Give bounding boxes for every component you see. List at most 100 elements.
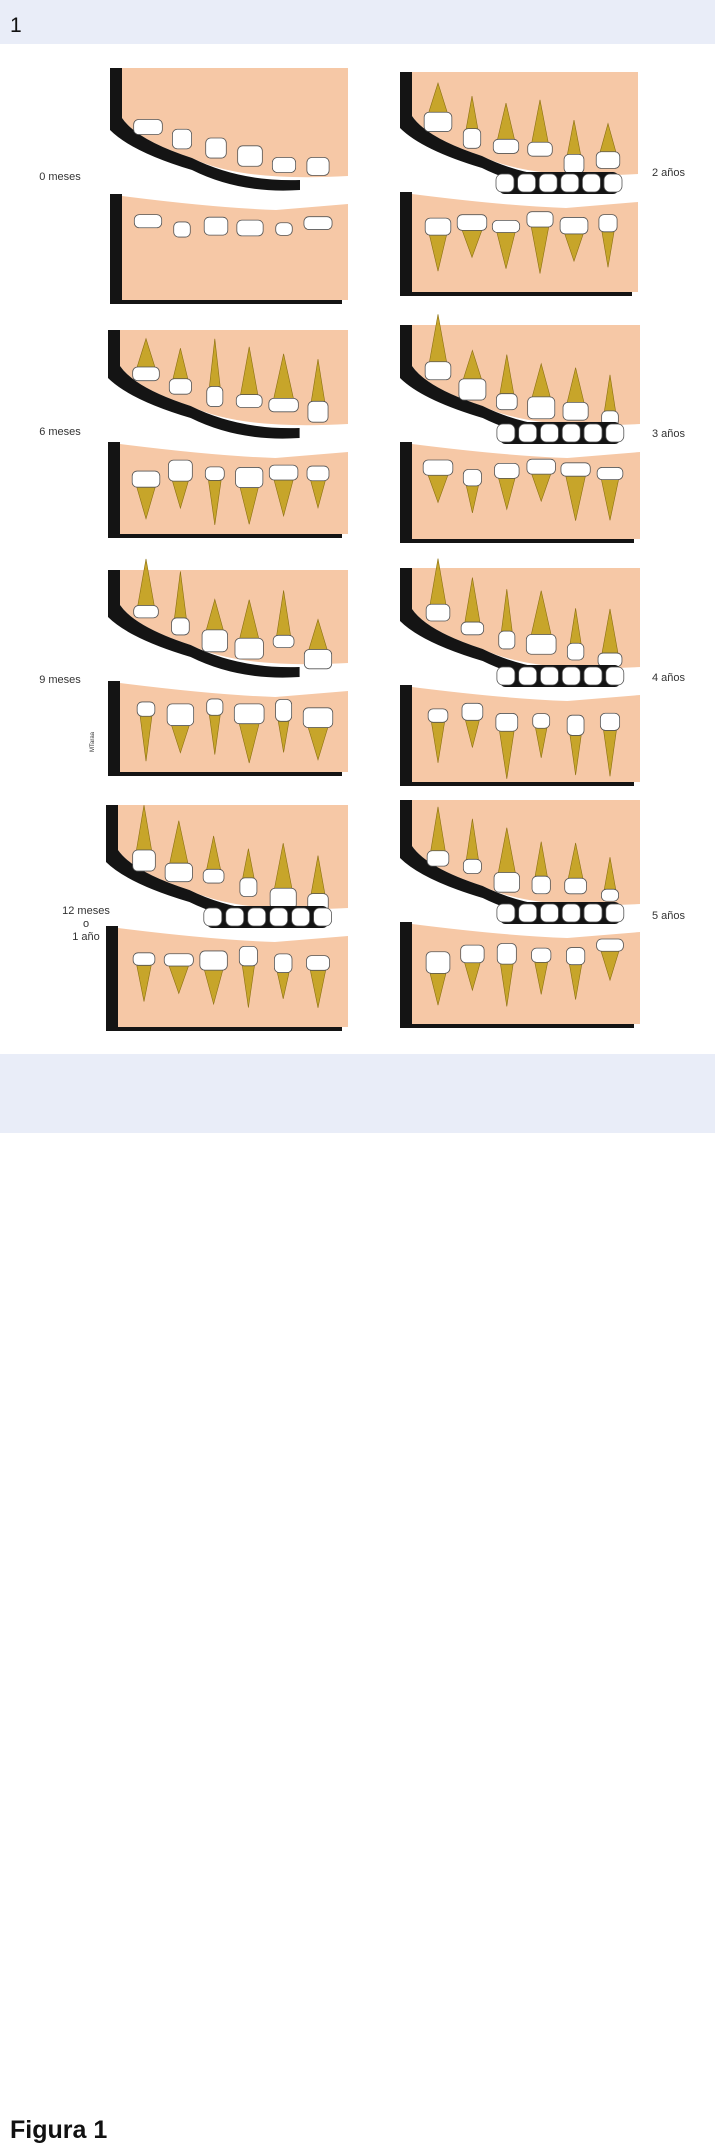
- erupted-crown: [584, 667, 602, 685]
- tooth-crown: [459, 379, 486, 400]
- tooth-crown: [567, 715, 584, 735]
- tooth-crown: [134, 606, 159, 618]
- tooth-crown: [132, 471, 160, 487]
- tooth-crown: [493, 139, 518, 153]
- tooth-crown: [234, 704, 264, 724]
- tooth-crown: [599, 215, 617, 232]
- lower-bone-edge: [106, 926, 118, 1027]
- tooth-crown: [564, 154, 584, 173]
- erupted-crown: [604, 174, 622, 192]
- erupted-crown: [582, 174, 600, 192]
- tooth-crown: [463, 859, 481, 873]
- erupted-crown: [561, 174, 579, 192]
- tooth-crown: [497, 943, 516, 964]
- tooth-crown: [167, 704, 193, 726]
- figure-header-bar: 1: [0, 0, 715, 44]
- stage-label-3-years: 3 años: [652, 428, 715, 441]
- tooth-crown: [133, 953, 155, 966]
- tooth-crown: [303, 708, 332, 728]
- erupted-crown: [606, 424, 624, 442]
- tooth-crown: [307, 158, 329, 176]
- occlusal-band: [206, 906, 328, 928]
- tooth-crown: [134, 119, 163, 134]
- tooth-crown: [425, 218, 451, 235]
- jaw-panel-4-years: [398, 568, 640, 790]
- erupted-crown: [314, 908, 332, 926]
- tooth-crown: [598, 653, 622, 667]
- tooth-crown: [276, 700, 292, 722]
- tooth-crown: [565, 878, 587, 894]
- occlusal-band: [500, 422, 621, 444]
- tooth-crown: [494, 873, 519, 893]
- tooth-crown: [424, 112, 452, 131]
- tooth-crown: [306, 956, 329, 971]
- erupted-crown: [540, 904, 558, 922]
- jaw-panel-12-months: [104, 805, 348, 1035]
- erupted-crown: [497, 667, 515, 685]
- tooth-crown: [202, 630, 227, 652]
- erupted-crown: [584, 424, 602, 442]
- tooth-crown: [240, 878, 257, 897]
- tooth-crown: [527, 459, 556, 474]
- tooth-crown: [269, 398, 298, 411]
- jaw-panel-9-months: [106, 570, 348, 780]
- watermark-text: MTaraa: [90, 732, 96, 752]
- tooth-crown: [236, 395, 262, 408]
- tooth-crown: [274, 954, 292, 973]
- tooth-crown: [462, 703, 483, 720]
- tooth-crown: [308, 401, 328, 422]
- tooth-crown: [276, 223, 293, 236]
- tooth-crown: [133, 850, 156, 871]
- tooth-crown: [205, 467, 224, 481]
- tooth-crown: [600, 713, 619, 730]
- tooth-crown: [239, 946, 257, 965]
- lower-gum: [122, 196, 348, 300]
- tooth-crown: [463, 470, 481, 486]
- tooth-crown: [496, 394, 517, 410]
- tooth-crown: [566, 948, 584, 965]
- tooth-crown: [428, 709, 448, 722]
- erupted-crown: [248, 908, 266, 926]
- jaw-base-edge: [400, 539, 634, 543]
- erupted-crown: [496, 174, 514, 192]
- jaw-base-edge: [108, 534, 342, 538]
- erupted-crown: [540, 667, 558, 685]
- tooth-crown: [165, 863, 192, 881]
- figure-caption: Figura 1: [10, 2116, 107, 2145]
- tooth-crown: [527, 212, 553, 227]
- tooth-crown: [172, 618, 190, 635]
- lower-bone-edge: [400, 922, 412, 1024]
- lower-bone-edge: [400, 192, 412, 292]
- tooth-crown: [164, 954, 193, 966]
- tooth-crown: [423, 460, 453, 475]
- caption-bar: Figura 1: [0, 1054, 715, 1133]
- erupted-crown: [519, 904, 537, 922]
- tooth-crown: [597, 467, 623, 479]
- occlusal-band: [500, 665, 621, 687]
- figure-number: 1: [10, 14, 22, 38]
- erupted-crown: [270, 908, 288, 926]
- jaw-panel-2-years: [398, 72, 638, 300]
- jaw-panel-5-years: [398, 800, 640, 1032]
- tooth-crown: [528, 142, 553, 156]
- tooth-crown: [499, 631, 515, 649]
- tooth-crown: [560, 217, 588, 233]
- tooth-crown: [304, 217, 332, 230]
- tooth-crown: [207, 387, 223, 407]
- stage-label-9-months: 9 meses: [20, 674, 100, 687]
- jaw-base-edge: [110, 300, 342, 304]
- tooth-crown: [137, 702, 155, 716]
- tooth-crown: [457, 215, 487, 231]
- tooth-crown: [532, 948, 551, 962]
- erupted-crown: [562, 424, 580, 442]
- erupted-crown: [562, 904, 580, 922]
- tooth-crown: [168, 460, 192, 481]
- tooth-crown: [174, 222, 191, 237]
- tooth-crown: [172, 129, 191, 149]
- tooth-crown: [426, 952, 450, 974]
- tooth-crown: [426, 604, 450, 621]
- tooth-crown: [200, 951, 227, 970]
- tooth-crown: [528, 397, 555, 419]
- tooth-crown: [206, 138, 227, 158]
- tooth-crown: [496, 713, 518, 731]
